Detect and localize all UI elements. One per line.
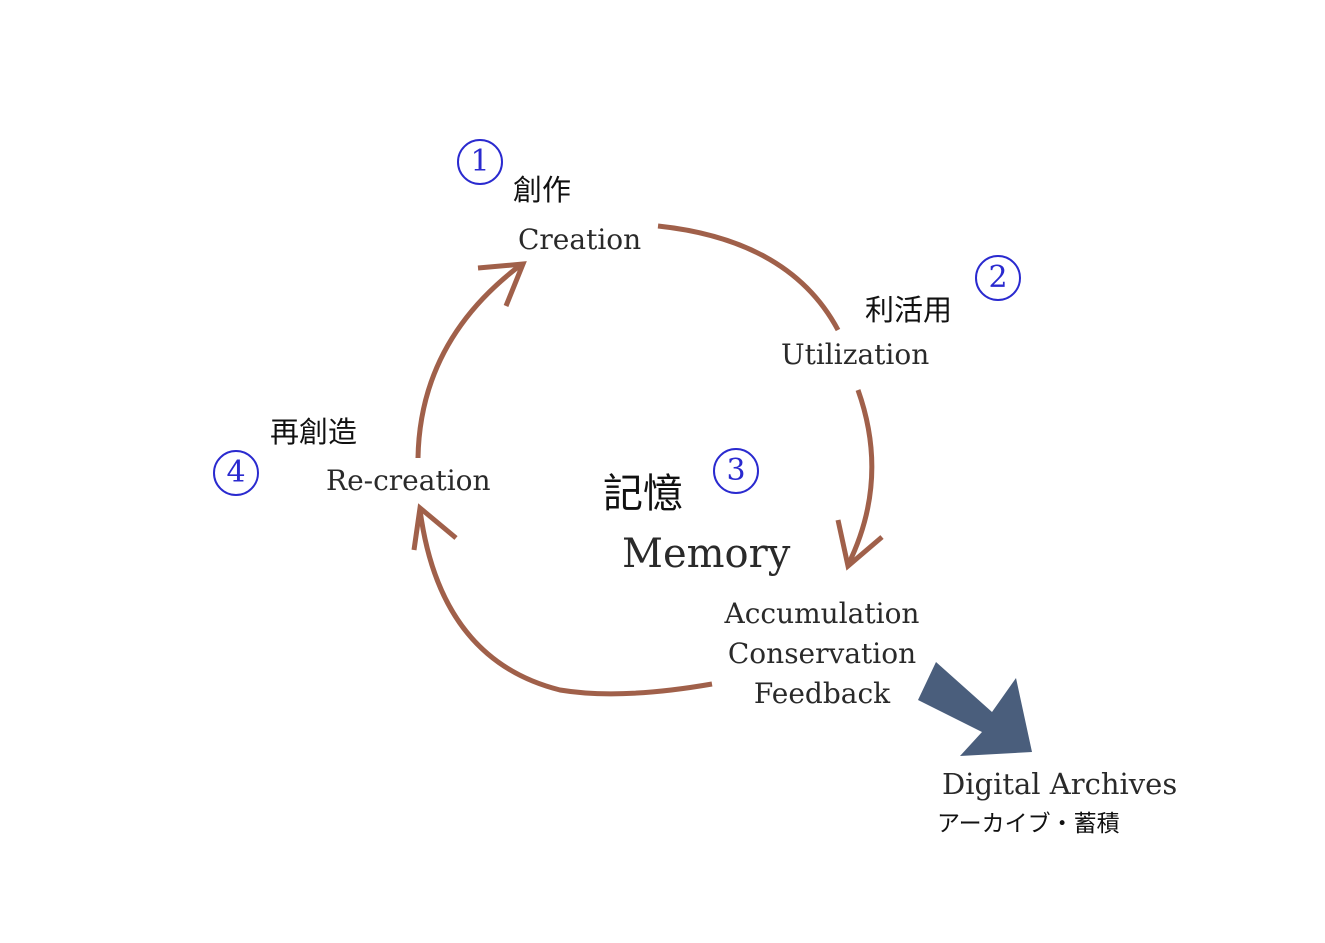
stage-en-utilization: Utilization bbox=[781, 338, 930, 371]
arrowhead-memory-to-recreation bbox=[411, 503, 458, 551]
stage-ja-recreation: 再創造 bbox=[270, 415, 358, 449]
stage-ja-utilization: 利活用 bbox=[865, 293, 953, 327]
arrow-creation-to-utilization bbox=[657, 223, 841, 332]
arrow-recreation-to-creation bbox=[415, 261, 524, 459]
arrow-memory-to-recreation bbox=[417, 509, 713, 697]
stage-en-memory: Memory bbox=[622, 531, 791, 577]
memory-function-conservation: Conservation bbox=[727, 637, 917, 670]
arrow-utilization-to-memory bbox=[845, 389, 875, 567]
stage-ja-creation: 創作 bbox=[513, 173, 572, 207]
arrowhead-recreation-to-creation bbox=[477, 261, 527, 307]
stage-number-3: 3 bbox=[713, 448, 759, 494]
memory-function-feedback: Feedback bbox=[753, 677, 891, 710]
memory-functions: Accumulation Conservation Feedback bbox=[712, 594, 932, 714]
output-ja: アーカイブ・蓄積 bbox=[937, 811, 1120, 837]
stage-number-2: 2 bbox=[975, 255, 1021, 301]
output-en: Digital Archives bbox=[942, 767, 1178, 801]
memory-function-accumulation: Accumulation bbox=[724, 597, 920, 630]
archive-arrow bbox=[918, 662, 1032, 756]
arrowhead-utilization-to-memory bbox=[835, 519, 884, 571]
stage-en-creation: Creation bbox=[518, 223, 642, 256]
stage-en-recreation: Re-creation bbox=[326, 464, 491, 497]
stage-number-1: 1 bbox=[457, 139, 503, 185]
stage-number-4: 4 bbox=[213, 450, 259, 496]
stage-ja-memory: 記憶 bbox=[603, 471, 683, 517]
